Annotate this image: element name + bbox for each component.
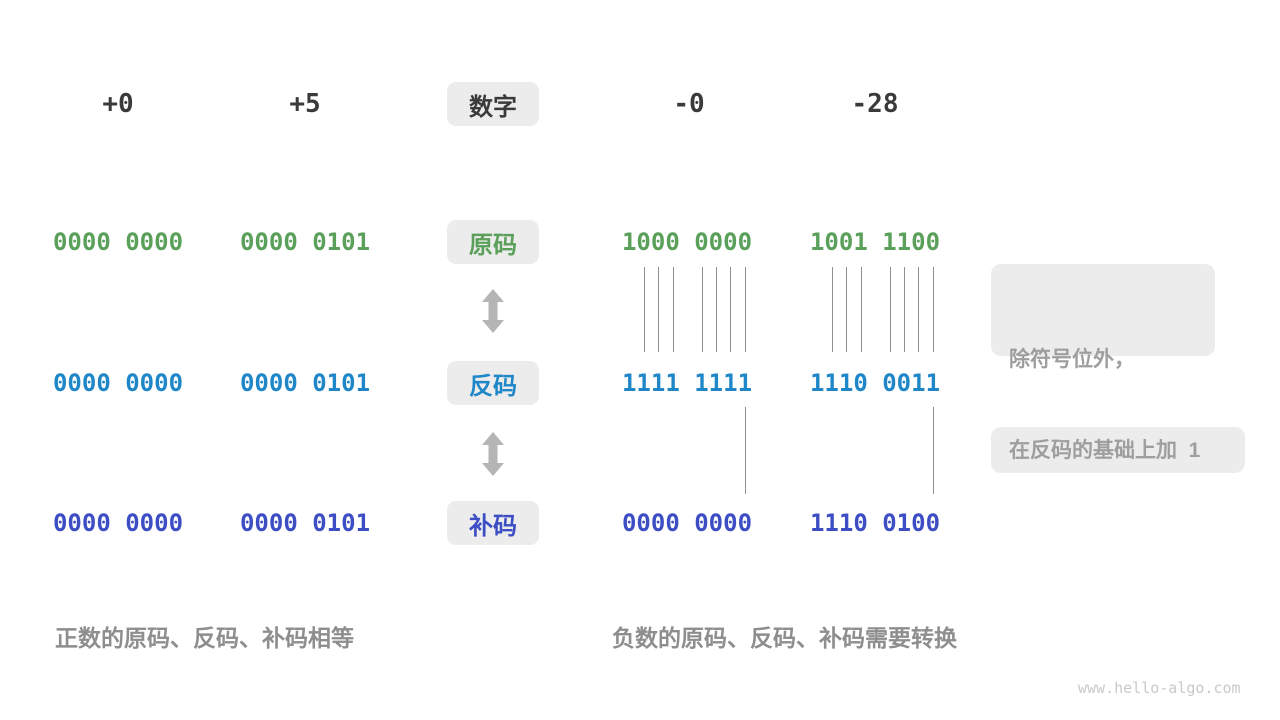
twos-complement-pos0: 0000 0000 <box>52 509 184 537</box>
annotation-invert-line1: 除符号位外， <box>1009 348 1135 371</box>
bit-link-line <box>933 407 934 494</box>
updown-arrow-icon <box>482 289 504 333</box>
bit-link-line <box>716 267 717 352</box>
bit-link-line <box>933 267 934 352</box>
caption-positive-numbers: 正数的原码、反码、补码相等 <box>55 625 354 651</box>
ones-complement-pos5: 0000 0101 <box>239 369 371 397</box>
annotation-invert-bits: 除符号位外， 对其余所有位取反 <box>991 264 1215 470</box>
twos-complement-neg28: 1110 0100 <box>809 509 941 537</box>
header-value-neg-28: -28 <box>851 89 899 119</box>
bit-link-line <box>745 407 746 494</box>
annotation-add-one: 在反码的基础上加 1 <box>991 427 1245 473</box>
ones-complement-neg28: 1110 0011 <box>809 369 941 397</box>
bit-link-line <box>832 267 833 352</box>
twos-complement-pos5: 0000 0101 <box>239 509 371 537</box>
header-value-pos-5: +5 <box>289 89 321 119</box>
watermark: www.hello-algo.com <box>1078 679 1241 697</box>
bit-link-line <box>658 267 659 352</box>
badge-twos-complement: 补码 <box>447 501 539 545</box>
bit-link-line <box>918 267 919 352</box>
bit-link-line <box>890 267 891 352</box>
sign-magnitude-neg0: 1000 0000 <box>621 228 753 256</box>
updown-arrow-icon <box>482 432 504 476</box>
twos-complement-neg0: 0000 0000 <box>621 509 753 537</box>
header-value-neg-0: -0 <box>673 89 705 119</box>
sign-magnitude-neg28: 1001 1100 <box>809 228 941 256</box>
bit-link-line <box>745 267 746 352</box>
bit-link-line <box>702 267 703 352</box>
bit-link-line <box>861 267 862 352</box>
ones-complement-pos0: 0000 0000 <box>52 369 184 397</box>
badge-ones-complement: 反码 <box>447 361 539 405</box>
bit-link-line <box>730 267 731 352</box>
bit-link-line <box>644 267 645 352</box>
bit-link-line <box>904 267 905 352</box>
sign-magnitude-pos0: 0000 0000 <box>52 228 184 256</box>
caption-negative-numbers: 负数的原码、反码、补码需要转换 <box>612 625 957 651</box>
badge-number: 数字 <box>447 82 539 126</box>
ones-complement-neg0: 1111 1111 <box>621 369 753 397</box>
bit-link-line <box>673 267 674 352</box>
badge-sign-magnitude: 原码 <box>447 220 539 264</box>
header-value-pos-0: +0 <box>102 89 134 119</box>
sign-magnitude-pos5: 0000 0101 <box>239 228 371 256</box>
bit-link-line <box>846 267 847 352</box>
